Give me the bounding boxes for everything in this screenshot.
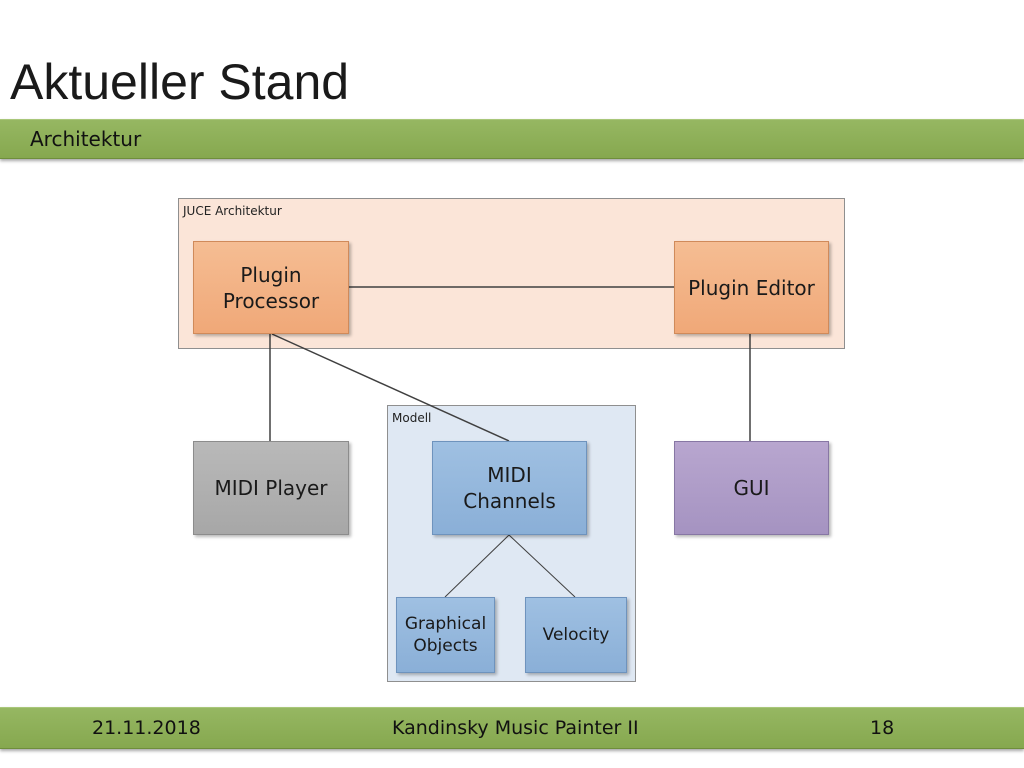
slide-title: Aktueller Stand bbox=[10, 54, 350, 110]
gui-node: GUI bbox=[674, 441, 829, 535]
line-channels-velocity bbox=[508, 534, 576, 598]
line-channels-graphical bbox=[444, 534, 510, 598]
modell-container-label: Modell bbox=[392, 411, 432, 425]
line-processor-channels bbox=[271, 333, 510, 442]
footer-date: 21.11.2018 bbox=[92, 717, 201, 739]
graphical-objects-node: Graphical Objects bbox=[396, 597, 495, 673]
midi-channels-node: MIDI Channels bbox=[432, 441, 587, 535]
footer-bar: 21.11.2018 Kandinsky Music Painter II 18 bbox=[0, 707, 1024, 749]
juce-container-label: JUCE Architektur bbox=[183, 204, 282, 218]
footer-presentation-title: Kandinsky Music Painter II bbox=[392, 717, 639, 739]
plugin-processor-node: Plugin Processor bbox=[193, 241, 349, 334]
subtitle-bar: Architektur bbox=[0, 119, 1024, 159]
velocity-node: Velocity bbox=[525, 597, 627, 673]
footer-page-number: 18 bbox=[870, 717, 895, 739]
slide-subtitle: Architektur bbox=[30, 127, 142, 151]
plugin-editor-node: Plugin Editor bbox=[674, 241, 829, 334]
midi-player-node: MIDI Player bbox=[193, 441, 349, 535]
